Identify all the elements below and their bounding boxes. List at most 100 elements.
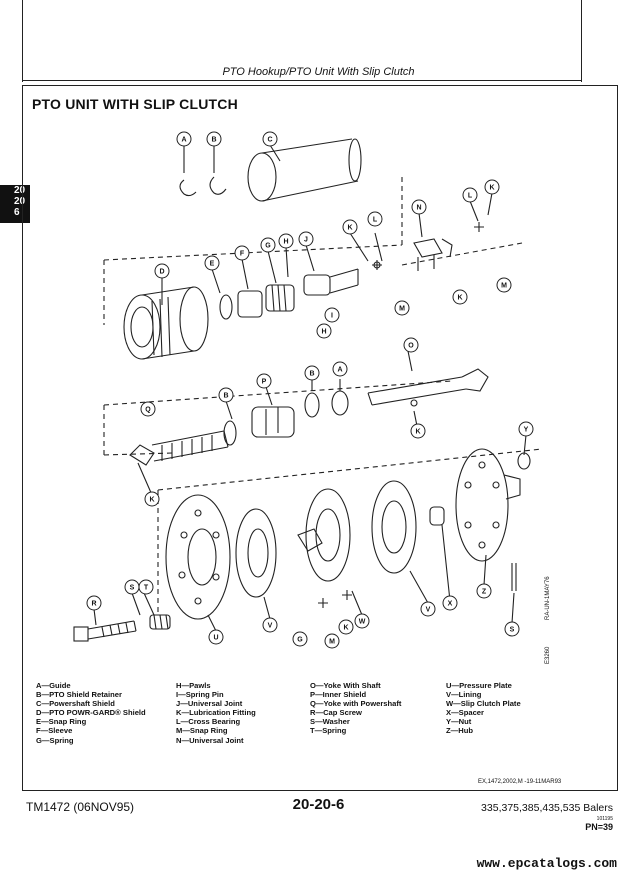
legend-item: S—Washer: [310, 717, 350, 727]
legend-column-1: A—Guide B—PTO Shield Retainer C—Powersha…: [36, 681, 146, 745]
figure-reference: EX,1472,2002,M -19-11MAR93: [478, 779, 562, 785]
snap-ring-part: [219, 294, 233, 320]
legend-item: I—Spring Pin: [176, 690, 224, 700]
shield-retainer-part-2: [304, 392, 320, 418]
callout-f: F: [240, 251, 245, 258]
guide-part-2: [331, 390, 349, 416]
cross-bearing-part-2: [474, 222, 484, 232]
footer-models: 335,375,385,435,535 Balers: [481, 802, 613, 814]
callout-o: O: [408, 343, 414, 350]
callout-m-3: M: [329, 639, 335, 646]
legend-item: Z—Hub: [446, 726, 473, 736]
footer-date-code: 101195: [596, 816, 613, 822]
cross-bearing-part: [372, 260, 382, 270]
legend-column-4: U—Pressure Plate V—Lining W—Slip Clutch …: [446, 681, 521, 736]
callout-j: J: [304, 237, 308, 244]
callout-v: V: [268, 623, 273, 630]
section-title: PTO UNIT WITH SLIP CLUTCH: [32, 96, 238, 112]
callout-g-2: G: [297, 637, 303, 644]
callout-q: Q: [145, 407, 151, 414]
powershaft-shield-part: [247, 138, 362, 202]
lining-part: [235, 508, 277, 598]
figure-code-1: RA-UN-1MAY76: [545, 576, 551, 620]
callout-a-2: A: [337, 367, 342, 374]
legend-item: G—Spring: [36, 735, 74, 745]
callout-m: M: [399, 306, 405, 313]
callout-t: T: [144, 585, 149, 592]
callout-r: R: [91, 601, 96, 608]
callout-k-5: K: [149, 497, 154, 504]
callout-e: E: [210, 261, 215, 268]
legend-item: Q—Yoke with Powershaft: [310, 699, 402, 709]
callout-b-2: B: [223, 393, 228, 400]
universal-joint-n-part: [413, 238, 453, 271]
spacer-part: [429, 506, 445, 526]
legend-column-3: O—Yoke With Shaft P—Inner Shield Q—Yoke …: [310, 681, 401, 736]
legend-item: M—Snap Ring: [176, 726, 228, 736]
footer-pn: PN=39: [585, 822, 613, 832]
exploded-view-diagram: A B C D E F G H J K L N L K M K M H I O …: [73, 131, 543, 649]
legend-item: C—Powershaft Shield: [36, 699, 115, 709]
callout-a: A: [181, 137, 186, 144]
legend-item: B—PTO Shield Retainer: [36, 690, 122, 700]
legend-item: U—Pressure Plate: [446, 681, 512, 690]
callout-x: X: [448, 601, 453, 608]
legend-item: K—Lubrication Fitting: [176, 708, 256, 718]
callout-s-2: S: [510, 627, 515, 634]
sleeve-part: [237, 290, 263, 318]
spring-t-part: [149, 614, 171, 630]
nut-part: [517, 452, 531, 470]
legend-item: V—Lining: [446, 690, 482, 700]
legend-item: A—Guide: [36, 681, 71, 690]
callout-b: B: [211, 137, 216, 144]
callout-w: W: [359, 619, 366, 626]
header-rule: [22, 80, 582, 81]
callout-l: L: [373, 217, 378, 224]
legend-item: N—Universal Joint: [176, 735, 244, 745]
yoke-with-shaft-part: [367, 368, 489, 407]
legend-item: H—Pawls: [176, 681, 211, 690]
callout-p: P: [262, 379, 267, 386]
cap-screw-part-2: [511, 563, 517, 591]
legend-item: R—Cap Screw: [310, 708, 362, 718]
callout-k-2: K: [489, 185, 494, 192]
callout-g: G: [265, 243, 271, 250]
legend-item: P—Inner Shield: [310, 690, 367, 700]
callout-y: Y: [524, 427, 529, 434]
lining-part-2: [371, 480, 417, 574]
slip-clutch-plate-part: [297, 488, 351, 582]
legend-item: T—Spring: [310, 726, 347, 736]
universal-joint-part: [303, 268, 359, 296]
callout-h: H: [283, 239, 288, 246]
section-tab: 20 20 6: [0, 185, 30, 223]
callout-c: C: [267, 137, 272, 144]
legend-item: E—Snap Ring: [36, 717, 87, 727]
figure-code-2: E3260: [545, 646, 551, 664]
page-header-title: PTO Hookup/PTO Unit With Slip Clutch: [222, 66, 415, 78]
shield-retainer-part: [223, 420, 237, 446]
hub-part: [455, 448, 521, 562]
legend-item: F—Sleeve: [36, 726, 73, 736]
callout-k: K: [347, 225, 352, 232]
spring-part: [265, 284, 295, 312]
cap-screw-part: [73, 620, 137, 642]
callout-v-2: V: [426, 607, 431, 614]
tab-line-3: 6: [14, 207, 20, 218]
callout-u: U: [213, 635, 218, 642]
website-watermark[interactable]: www.epcatalogs.com: [476, 856, 617, 871]
callout-i: I: [331, 313, 333, 320]
legend-item: Y—Nut: [446, 717, 472, 727]
legend-item: L—Cross Bearing: [176, 717, 241, 727]
callout-s: S: [130, 585, 135, 592]
legend-column-2: H—Pawls I—Spring Pin J—Universal Joint K…: [176, 681, 256, 745]
callout-z: Z: [482, 589, 487, 596]
cross-bearing-part-3: [318, 590, 352, 608]
callout-k-4: K: [415, 429, 420, 436]
section-frame: [22, 85, 618, 791]
callout-m-2: M: [501, 283, 507, 290]
top-right-rule: [581, 0, 582, 82]
pressure-plate-part: [165, 494, 231, 620]
callout-h-2: H: [321, 329, 326, 336]
pto-shield-part: [123, 286, 209, 360]
yoke-powershaft-part: [129, 430, 229, 466]
